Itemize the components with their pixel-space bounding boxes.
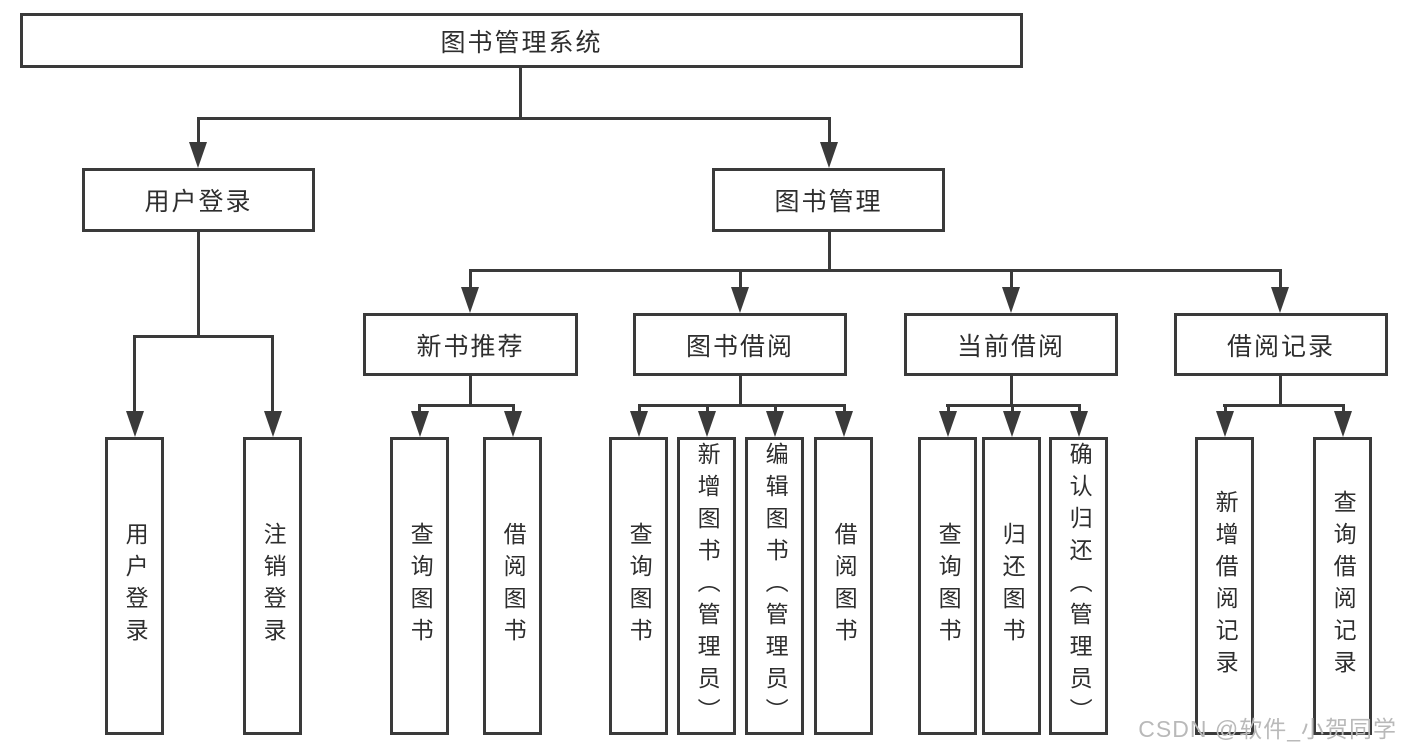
leaf-borrow-books: 借阅图书 — [814, 437, 873, 735]
connector-rail — [419, 404, 514, 407]
node-label: 新增图书（管理员） — [694, 442, 721, 730]
leaf-query-books-borrow: 查询图书 — [609, 437, 668, 735]
connector-line — [843, 404, 846, 414]
connector-line — [774, 404, 777, 414]
node-label: 借阅图书 — [831, 522, 858, 650]
node-label: 图书管理 — [774, 188, 883, 216]
connector-rail — [638, 404, 845, 407]
node-library-system: 图书管理系统 — [20, 13, 1023, 68]
node-label: 当前借阅 — [956, 332, 1065, 361]
connector-line — [1010, 376, 1013, 406]
connector-line — [1279, 376, 1282, 406]
node-current-borrowing: 当前借阅 — [904, 313, 1118, 376]
node-label: 新增借阅记录 — [1212, 490, 1239, 682]
connector-line — [469, 269, 472, 289]
node-label: 查询借阅记录 — [1330, 490, 1357, 682]
arrow-down-icon — [1002, 287, 1020, 313]
connector-line — [469, 376, 472, 406]
arrow-down-icon — [1334, 411, 1352, 437]
arrow-down-icon — [504, 411, 522, 437]
leaf-user-login: 用户登录 — [105, 437, 164, 735]
arrow-down-icon — [1070, 411, 1088, 437]
arrow-down-icon — [731, 287, 749, 313]
node-label: 图书管理系统 — [440, 28, 603, 57]
connector-line — [706, 404, 709, 414]
connector-rail — [197, 117, 831, 120]
connector-line — [1224, 404, 1227, 414]
leaf-borrow-books-recommend: 借阅图书 — [483, 437, 542, 735]
connector-line — [1010, 269, 1013, 289]
leaf-query-borrow-record: 查询借阅记录 — [1313, 437, 1372, 735]
node-book-borrowing: 图书借阅 — [633, 313, 847, 376]
leaf-return-books: 归还图书 — [982, 437, 1041, 735]
node-borrow-records: 借阅记录 — [1174, 313, 1388, 376]
arrow-down-icon — [264, 411, 282, 437]
node-label: 图书借阅 — [685, 332, 794, 361]
connector-line — [638, 404, 641, 414]
arrow-down-icon — [189, 142, 207, 168]
leaf-confirm-return-admin: 确认归还（管理员） — [1049, 437, 1108, 735]
leaf-add-books-admin: 新增图书（管理员） — [677, 437, 736, 735]
connector-line — [1078, 404, 1081, 414]
connector-line — [1011, 404, 1014, 414]
connector-rail — [1223, 404, 1344, 407]
connector-line — [1279, 269, 1282, 289]
connector-line — [519, 68, 522, 119]
arrow-down-icon — [766, 411, 784, 437]
connector-line — [197, 117, 200, 145]
node-label: 编辑图书（管理员） — [762, 442, 789, 730]
connector-rail — [469, 269, 1282, 272]
node-label: 确认归还（管理员） — [1066, 442, 1093, 730]
connector-line — [947, 404, 950, 414]
connector-line — [197, 232, 200, 337]
arrow-down-icon — [1271, 287, 1289, 313]
arrow-down-icon — [698, 411, 716, 437]
arrow-down-icon — [820, 142, 838, 168]
connector-line — [739, 269, 742, 289]
connector-line — [739, 376, 742, 406]
node-label: 新书推荐 — [416, 332, 525, 361]
arrow-down-icon — [1003, 411, 1021, 437]
leaf-edit-books-admin: 编辑图书（管理员） — [745, 437, 804, 735]
arrow-down-icon — [939, 411, 957, 437]
node-label: 用户登录 — [122, 522, 149, 650]
leaf-query-books-recommend: 查询图书 — [390, 437, 449, 735]
node-user-login: 用户登录 — [82, 168, 315, 232]
connector-line — [828, 117, 831, 145]
arrow-down-icon — [1216, 411, 1234, 437]
connector-rail — [133, 335, 274, 338]
node-label: 用户登录 — [144, 188, 253, 216]
arrow-down-icon — [411, 411, 429, 437]
arrow-down-icon — [630, 411, 648, 437]
leaf-query-books-current: 查询图书 — [918, 437, 977, 735]
node-label: 归还图书 — [999, 522, 1026, 650]
arrow-down-icon — [461, 287, 479, 313]
arrow-down-icon — [126, 411, 144, 437]
leaf-logout: 注销登录 — [243, 437, 302, 735]
node-book-management: 图书管理 — [712, 168, 945, 232]
leaf-add-borrow-record: 新增借阅记录 — [1195, 437, 1254, 735]
connector-line — [133, 335, 136, 413]
node-label: 查询图书 — [407, 522, 434, 650]
node-label: 借阅图书 — [500, 522, 527, 650]
connector-line — [1342, 404, 1345, 414]
node-new-book-recommend: 新书推荐 — [363, 313, 578, 376]
connector-line — [271, 335, 274, 413]
connector-line — [828, 232, 831, 270]
arrow-down-icon — [835, 411, 853, 437]
node-label: 查询图书 — [935, 522, 962, 650]
node-label: 注销登录 — [260, 522, 287, 650]
connector-line — [418, 404, 421, 414]
connector-line — [512, 404, 515, 414]
node-label: 查询图书 — [626, 522, 653, 650]
node-label: 借阅记录 — [1226, 332, 1335, 361]
csdn-watermark: CSDN @软件_小贺同学 — [1138, 716, 1397, 742]
